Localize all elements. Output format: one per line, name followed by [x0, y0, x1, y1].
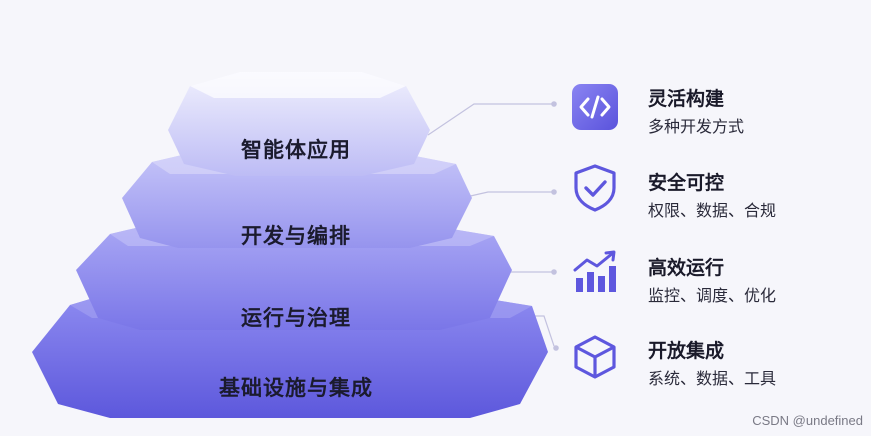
feature-desc-4: 系统、数据、工具 — [648, 369, 777, 388]
bar-chart-trend-icon — [573, 250, 616, 292]
feature-title-1: 灵活构建 — [648, 88, 725, 110]
shield-check-icon — [574, 164, 616, 212]
cube-icon — [574, 335, 616, 379]
code-icon — [572, 84, 618, 130]
layer-label-1: 智能体应用 — [241, 138, 351, 162]
feature-title-4: 开放集成 — [648, 340, 725, 362]
connector-line-1 — [427, 103, 552, 136]
feature-title-2: 安全可控 — [648, 172, 725, 194]
feature-desc-2: 权限、数据、合规 — [648, 201, 777, 220]
layer-label-2: 开发与编排 — [241, 224, 351, 248]
connector-lines — [427, 101, 559, 351]
feature-title-3: 高效运行 — [648, 257, 725, 279]
layer-label-3: 运行与治理 — [241, 306, 351, 330]
feature-desc-3: 监控、调度、优化 — [648, 286, 777, 305]
pyramid-layer-1 — [168, 72, 430, 176]
watermark: CSDN @undefined — [752, 413, 863, 428]
layer-label-4: 基础设施与集成 — [219, 376, 373, 400]
connector-line-2 — [465, 191, 552, 198]
feature-desc-1: 多种开发方式 — [648, 117, 745, 136]
